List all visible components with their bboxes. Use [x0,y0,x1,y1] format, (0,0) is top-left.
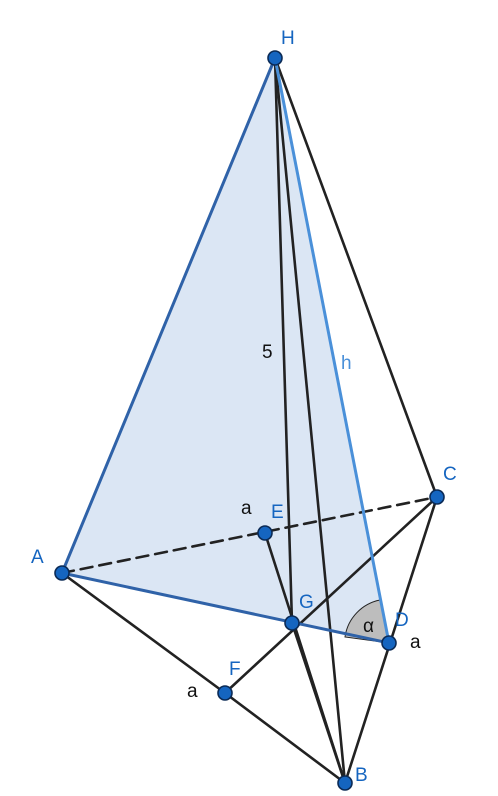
point-label-H: H [281,28,295,49]
face-AHD [62,58,389,643]
edge-HG [273,56,294,625]
label-h: h [341,353,352,374]
point-H [267,50,283,66]
point-label-D: D [395,610,409,631]
edge-GB [290,621,347,785]
edge-AF [60,571,227,695]
label-a-near-F: a [187,681,198,702]
point-D [381,635,397,651]
edge-FC [223,495,439,695]
edge-FB [223,691,347,785]
edge-AC-hidden [60,495,439,575]
edge-HC [273,56,439,499]
point-E [257,525,273,541]
label-a-near-D: a [410,632,421,653]
point-label-E: E [271,502,284,523]
point-F [217,685,233,701]
point-G [284,615,300,631]
edge-HB [273,56,347,785]
point-label-A: A [31,547,44,568]
label-five: 5 [262,342,273,363]
edge-HD-height [273,56,391,645]
point-A [54,565,70,581]
edge-HA [60,56,277,575]
point-B [337,775,353,791]
point-C [429,489,445,505]
edge-AD [60,571,391,645]
point-label-B: B [355,765,368,786]
point-label-G: G [299,592,314,613]
label-a-near-E: a [241,498,252,519]
point-label-C: C [443,464,457,485]
point-label-F: F [229,659,241,680]
label-alpha: α [363,616,374,637]
